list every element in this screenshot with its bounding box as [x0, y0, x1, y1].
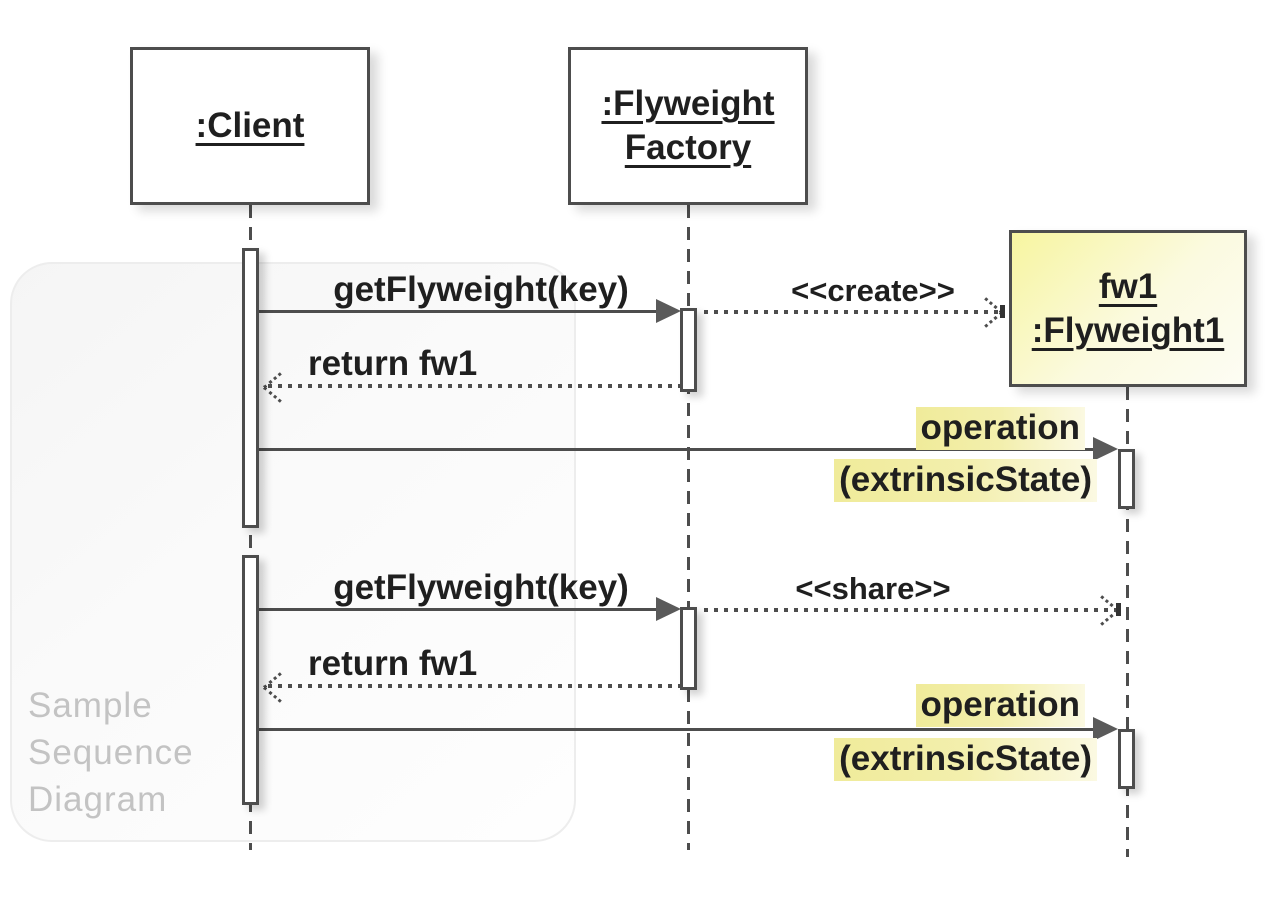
operation2-name-highlight: operation	[915, 684, 1085, 727]
flyweight1-object-label-line1: fw1	[1098, 266, 1158, 306]
return2-message-line	[268, 684, 682, 688]
operation1-args-highlight: (extrinsicState)	[834, 459, 1097, 502]
client-object-box: :Client	[130, 47, 370, 205]
call1-arrowhead-icon	[656, 299, 681, 323]
flyweight1-object-label-line2: :Flyweight1	[1031, 310, 1225, 350]
operation2-arrowhead-icon	[1093, 717, 1118, 741]
flyweight-factory-object-label-line1: :Flyweight	[601, 84, 775, 123]
operation2-args-label: (extrinsicState)	[834, 738, 1097, 781]
flyweight-factory-object-label-line2: Factory	[624, 128, 752, 167]
operation1-name-highlight: operation	[915, 407, 1085, 450]
operation1-message-line	[259, 448, 1097, 451]
watermark-line: Sample	[28, 686, 153, 725]
share-arrowhead-tip	[1116, 603, 1121, 616]
watermark-line: Diagram	[28, 780, 168, 819]
operation2-args-highlight: (extrinsicState)	[834, 738, 1097, 781]
factory-activation-2	[680, 607, 697, 690]
watermark-text: Sample Sequence Diagram	[28, 682, 194, 823]
create-arrowhead-tip	[1000, 305, 1005, 318]
operation1-args-label: (extrinsicState)	[834, 459, 1097, 502]
return2-message-label: return fw1	[308, 644, 478, 683]
share-message-label: <<share>>	[795, 571, 951, 606]
call1-message-label: getFlyweight(key)	[333, 270, 629, 309]
flyweight1-lifeline	[1126, 387, 1129, 857]
flyweight1-activation-1	[1118, 449, 1135, 509]
watermark-panel	[10, 262, 576, 842]
operation2-name-label: operation	[915, 684, 1085, 727]
share-message-line	[704, 608, 1116, 612]
flyweight1-activation-2	[1118, 729, 1135, 789]
return1-message-line	[268, 384, 682, 388]
create-message-line	[704, 310, 1000, 314]
create-message-label: <<create>>	[791, 273, 955, 308]
client-activation-2	[242, 555, 259, 805]
client-activation-1	[242, 248, 259, 528]
call2-arrowhead-icon	[656, 597, 681, 621]
call2-message-line	[259, 608, 659, 611]
operation2-message-line	[259, 728, 1097, 731]
call2-message-label: getFlyweight(key)	[333, 568, 629, 607]
flyweight1-object-box: fw1 :Flyweight1	[1009, 230, 1247, 387]
client-object-label: :Client	[195, 106, 305, 145]
call1-message-line	[259, 310, 659, 313]
return1-message-label: return fw1	[308, 344, 478, 383]
operation1-arrowhead-icon	[1093, 437, 1118, 461]
factory-lifeline	[687, 205, 690, 850]
factory-activation-1	[680, 308, 697, 392]
operation1-name-label: operation	[915, 407, 1085, 450]
watermark-line: Sequence	[28, 733, 194, 772]
flyweight-factory-object-box: :Flyweight Factory	[568, 47, 808, 205]
